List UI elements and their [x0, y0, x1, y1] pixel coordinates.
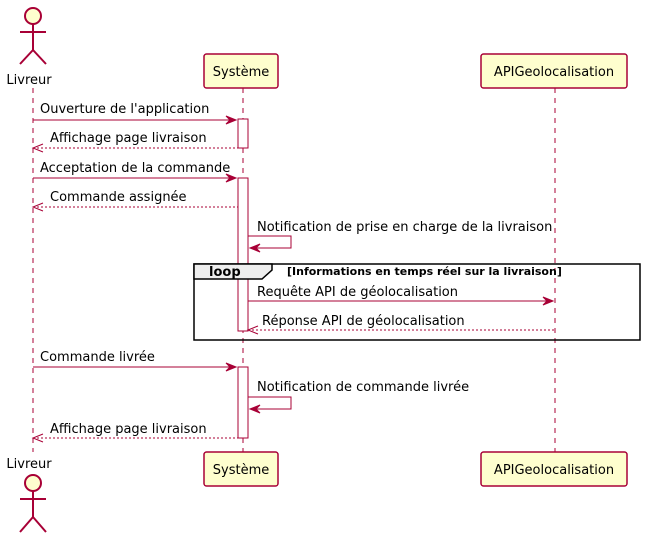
participant-label-livreur-bottom: Livreur [6, 457, 52, 472]
loop-frame: loop [Informations en temps réel sur la … [193, 263, 641, 341]
message-requete-api: Requête API de géolocalisation [248, 285, 555, 306]
loop-tab [193, 263, 273, 280]
arrow-left-open-icon [31, 433, 44, 443]
arrow-right-icon [225, 173, 238, 183]
participant-label-livreur-top: Livreur [6, 73, 52, 88]
message-affichage-1: Affichage page livraison [31, 131, 238, 153]
arrow-left-icon [248, 404, 261, 414]
message-commande-livree: Commande livrée [33, 350, 238, 372]
actor-head-icon [24, 7, 42, 25]
svg-text:Commande livrée: Commande livrée [40, 350, 155, 365]
message-reponse-api: Réponse API de géolocalisation [246, 314, 555, 335]
arrow-right-icon [225, 362, 238, 372]
message-commande-assignee: Commande assignée [31, 190, 238, 212]
participant-label-systeme-top: Système [213, 65, 269, 80]
svg-text:Ouverture de l'application: Ouverture de l'application [40, 102, 209, 117]
actor-head-icon [24, 474, 42, 492]
message-ouverture: Ouverture de l'application [33, 102, 238, 125]
arrow-right-icon [225, 115, 238, 125]
loop-condition: [Informations en temps réel sur la livra… [287, 265, 562, 278]
activation-bar-1 [237, 118, 249, 149]
svg-text:Acceptation de la commande: Acceptation de la commande [40, 161, 230, 176]
activation-bar-3 [237, 366, 249, 439]
svg-text:Réponse API de géolocalisation: Réponse API de géolocalisation [262, 314, 465, 329]
actor-leg-right-icon [32, 49, 47, 65]
svg-text:Commande assignée: Commande assignée [50, 190, 187, 205]
arrow-left-open-icon [31, 143, 44, 153]
arrow-right-icon [542, 296, 555, 306]
participant-systeme-bottom: Système [203, 451, 279, 487]
svg-text:Affichage page livraison: Affichage page livraison [50, 422, 207, 437]
svg-text:Affichage page livraison: Affichage page livraison [50, 131, 207, 146]
message-acceptation: Acceptation de la commande [33, 161, 238, 183]
loop-keyword: loop [209, 265, 241, 280]
actor-leg-left-icon [19, 516, 34, 533]
participant-label-api-bottom: APIGeolocalisation [494, 463, 614, 478]
arrow-left-open-icon [31, 202, 44, 212]
participant-label-systeme-bottom: Système [213, 463, 269, 478]
participant-label-api-top: APIGeolocalisation [494, 65, 614, 80]
actor-livreur-bottom: Livreur [6, 457, 52, 533]
participant-systeme-top: Système [203, 53, 279, 89]
message-notification-commande-livree: Notification de commande livrée [248, 380, 469, 414]
actor-livreur-top: Livreur [6, 7, 52, 88]
svg-text:Requête API de géolocalisation: Requête API de géolocalisation [257, 285, 458, 300]
arrow-left-icon [248, 243, 261, 253]
actor-leg-right-icon [32, 516, 47, 533]
actor-leg-left-icon [19, 49, 34, 65]
message-affichage-2: Affichage page livraison [31, 422, 238, 443]
activation-bar-2 [237, 177, 249, 332]
message-notification-prise-en-charge: Notification de prise en charge de la li… [248, 220, 552, 253]
arrow-left-open-icon [246, 325, 259, 335]
participant-api-top: APIGeolocalisation [480, 53, 628, 89]
svg-text:Notification de prise en charg: Notification de prise en charge de la li… [257, 220, 552, 235]
participant-api-bottom: APIGeolocalisation [480, 451, 628, 487]
svg-text:Notification de commande livré: Notification de commande livrée [257, 380, 469, 395]
